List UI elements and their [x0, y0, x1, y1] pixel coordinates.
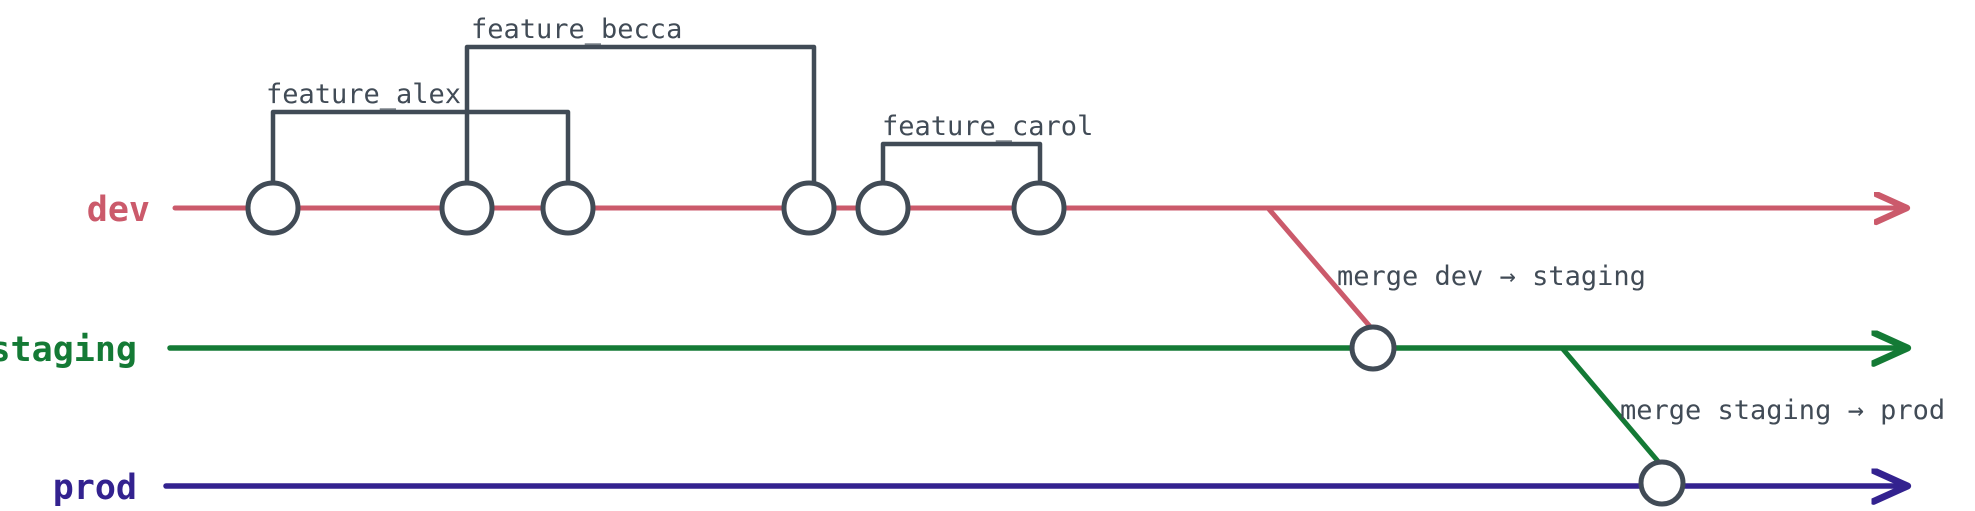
feature-bracket-label: feature_becca	[471, 14, 682, 45]
commit-nodes-staging	[1349, 324, 1397, 372]
branch-label-staging[interactable]: staging	[0, 330, 137, 370]
commit-node[interactable]	[781, 180, 837, 236]
branch-lane-dev: dev	[87, 190, 1900, 230]
commit-nodes-dev	[245, 180, 1067, 236]
branch-label-dev[interactable]: dev	[87, 190, 150, 230]
feature-bracket-feature_carol[interactable]: feature_carol	[880, 111, 1093, 186]
feature-bracket-feature_alex[interactable]: feature_alex	[266, 79, 571, 186]
commit-node[interactable]	[245, 180, 301, 236]
feature-bracket-feature_becca[interactable]: feature_becca	[464, 14, 817, 186]
feature-bracket-label: feature_carol	[882, 111, 1093, 142]
branch-lane-prod: prod	[53, 468, 1900, 508]
merge-edge-dev-to-staging[interactable]: merge dev → staging	[1265, 205, 1646, 333]
merge-line	[1265, 205, 1376, 333]
commit-node[interactable]	[1011, 180, 1067, 236]
merge-commit-node[interactable]	[1638, 459, 1686, 507]
bracket-path	[880, 141, 1043, 186]
bracket-path	[270, 109, 571, 186]
branch-label-prod[interactable]: prod	[53, 468, 137, 508]
merge-label: merge dev → staging	[1337, 261, 1646, 292]
commit-node[interactable]	[855, 180, 911, 236]
merge-edge-staging-to-prod[interactable]: merge staging → prod	[1559, 345, 1945, 469]
merge-commit-node[interactable]	[1349, 324, 1397, 372]
commit-nodes-prod	[1638, 459, 1686, 507]
commit-node[interactable]	[439, 180, 495, 236]
branch-lane-staging: staging	[0, 330, 1900, 370]
merge-label: merge staging → prod	[1620, 395, 1945, 426]
commit-node[interactable]	[540, 180, 596, 236]
merge-line	[1559, 345, 1665, 469]
feature-bracket-label: feature_alex	[266, 79, 461, 110]
bracket-path	[464, 44, 817, 186]
